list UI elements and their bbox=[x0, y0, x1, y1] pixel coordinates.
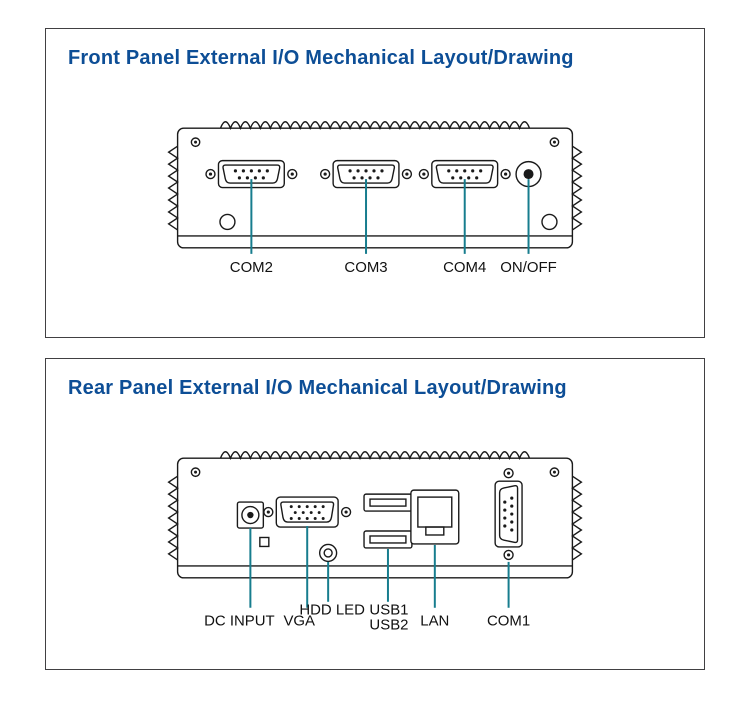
on-off-label: ON/OFF bbox=[500, 259, 556, 276]
com3-label: COM3 bbox=[344, 259, 387, 276]
vga-connector bbox=[263, 496, 352, 528]
front-panel-drawing: COM2 COM3 COM4 ON/OFF bbox=[46, 82, 704, 276]
hdd-led-label: HDD LED bbox=[299, 602, 365, 619]
usb2-port bbox=[363, 530, 413, 549]
rear-panel-title: Rear Panel External I/O Mechanical Layou… bbox=[68, 377, 567, 399]
power-button bbox=[515, 160, 542, 188]
front-panel-section: Front Panel External I/O Mechanical Layo… bbox=[45, 28, 705, 338]
com2-label: COM2 bbox=[230, 259, 273, 276]
front-mounting-hole-left bbox=[219, 213, 236, 231]
com1-connector bbox=[494, 467, 523, 561]
dc-input-jack bbox=[236, 501, 265, 529]
com4-label: COM4 bbox=[443, 259, 486, 276]
lan-port bbox=[410, 489, 460, 545]
usb-ports bbox=[363, 493, 413, 549]
rear-panel-section: Rear Panel External I/O Mechanical Layou… bbox=[45, 358, 705, 670]
rear-leader-lines bbox=[249, 526, 510, 608]
lan-label: LAN bbox=[420, 613, 449, 630]
front-leader-lines bbox=[250, 179, 530, 254]
rear-panel-drawing: DC INPUT VGA HDD LED USB1 USB2 LAN COM1 bbox=[46, 412, 704, 634]
front-panel-title: Front Panel External I/O Mechanical Layo… bbox=[68, 47, 574, 69]
vga-label: VGA bbox=[283, 613, 315, 630]
usb1-label: USB1 bbox=[369, 602, 408, 619]
usb1-port bbox=[363, 493, 413, 512]
com1-label: COM1 bbox=[487, 613, 530, 630]
hdd-led bbox=[318, 543, 338, 563]
usb2-label: USB2 bbox=[369, 617, 408, 634]
indicator-square bbox=[259, 536, 270, 548]
front-mounting-hole-right bbox=[541, 213, 558, 231]
dc-input-label: DC INPUT bbox=[204, 613, 275, 630]
